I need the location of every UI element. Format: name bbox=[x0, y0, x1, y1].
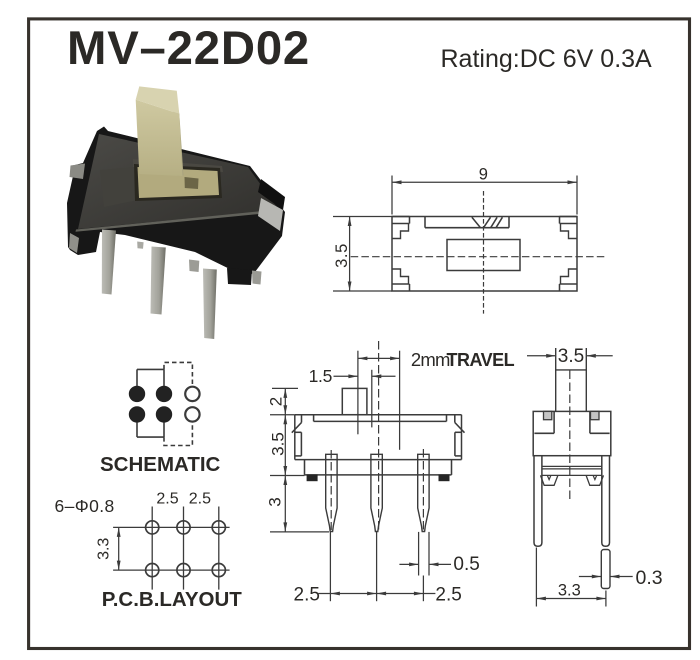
svg-text:2mm: 2mm bbox=[411, 349, 450, 370]
svg-text:0.5: 0.5 bbox=[453, 554, 479, 575]
svg-text:3: 3 bbox=[266, 497, 285, 506]
svg-text:3.5: 3.5 bbox=[269, 432, 288, 456]
svg-text:1.5: 1.5 bbox=[309, 366, 332, 386]
svg-text:9: 9 bbox=[479, 166, 488, 184]
svg-text:SCHEMATIC: SCHEMATIC bbox=[100, 453, 221, 476]
svg-text:3.3: 3.3 bbox=[96, 538, 113, 560]
svg-text:P.C.B.LAYOUT: P.C.B.LAYOUT bbox=[102, 588, 243, 611]
svg-text:2.5: 2.5 bbox=[435, 584, 461, 605]
svg-text:6–Φ0.8: 6–Φ0.8 bbox=[55, 496, 115, 516]
svg-text:TRAVEL: TRAVEL bbox=[447, 350, 515, 370]
svg-text:3.5: 3.5 bbox=[558, 346, 584, 367]
svg-text:2: 2 bbox=[267, 397, 286, 406]
svg-text:3.3: 3.3 bbox=[558, 581, 581, 599]
svg-text:2.5: 2.5 bbox=[189, 490, 211, 507]
svg-text:3.5: 3.5 bbox=[333, 243, 351, 268]
svg-text:2.5: 2.5 bbox=[294, 584, 320, 605]
svg-text:0.3: 0.3 bbox=[636, 567, 663, 589]
svg-text:2.5: 2.5 bbox=[156, 490, 178, 507]
